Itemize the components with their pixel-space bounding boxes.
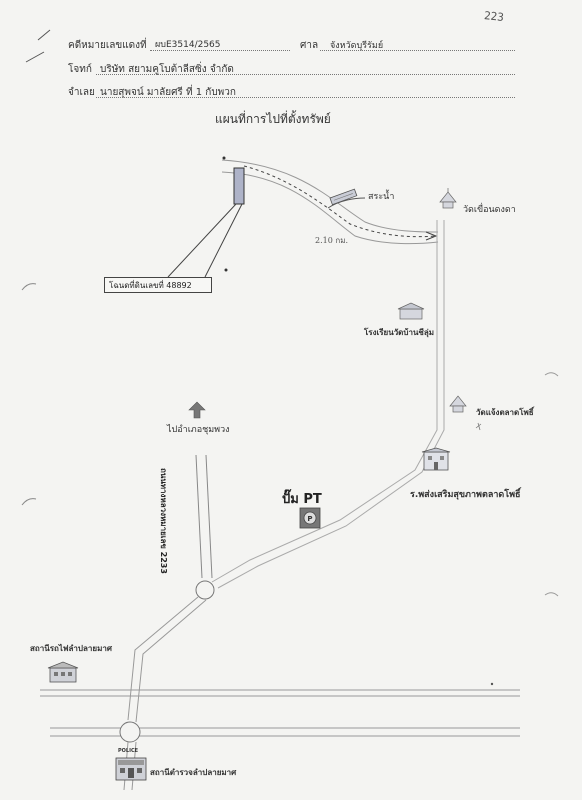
defendant-value: นายสุพจน์ มาลัยศรี ที่ 1 กับพวก bbox=[100, 87, 236, 98]
train-station-icon bbox=[47, 661, 79, 683]
plaintiff-label: โจทก์ bbox=[68, 64, 92, 75]
highway-2233-label: ถนนทางหลวงหมายเลข 2233 bbox=[159, 468, 168, 574]
highway-2233-right-edge bbox=[205, 454, 213, 579]
plaintiff-value: บริษัท สยามคูโบต้าลีสซิ่ง จำกัด bbox=[100, 64, 234, 75]
hospital-icon bbox=[421, 447, 451, 471]
north-arrow-icon bbox=[188, 401, 206, 419]
gas-station-label: ปั๊ม PT bbox=[282, 492, 322, 507]
plaintiff-dotline bbox=[96, 74, 515, 75]
case-number-dotline bbox=[150, 50, 290, 51]
route-dashed bbox=[243, 165, 437, 238]
secondary-road-right bbox=[135, 599, 207, 723]
deed-number-box: โฉนดที่ดินเลขที่ 48892 bbox=[104, 277, 212, 293]
train-station-label: สถานีรถไฟลำปลายมาศ bbox=[30, 644, 112, 653]
main-road-right-edge bbox=[217, 220, 445, 589]
police-sign-text: POLICE bbox=[118, 748, 139, 754]
defendant-dotline bbox=[96, 97, 515, 98]
temple-label-1: วัดเขื่อนดงดา bbox=[463, 205, 516, 215]
temple-icon bbox=[449, 395, 467, 413]
pond-icon bbox=[329, 188, 358, 206]
temple-label-2: วัดแจ้งตลาดโพธิ์ bbox=[476, 408, 534, 417]
distance-label: 2.10 กม. bbox=[315, 236, 349, 245]
court-label: ศาล bbox=[300, 40, 319, 51]
direction-label: ไปอำเภอชุมพวง bbox=[167, 425, 230, 435]
highway-2233-left-edge bbox=[195, 454, 203, 579]
deed-pointer-lines bbox=[167, 203, 243, 278]
hospital-label: ร.พส่งเสริมสุขภาพตลาดโพธิ์ bbox=[410, 490, 521, 500]
school-icon bbox=[397, 302, 425, 320]
margin-mark bbox=[544, 592, 559, 597]
lower-roundabout bbox=[119, 721, 141, 743]
map-title: แผนที่การไปที่ตั้งทรัพย์ bbox=[215, 112, 331, 126]
case-number-label: คดีหมายเลขแดงที่ bbox=[68, 40, 147, 51]
secondary-road-left bbox=[127, 596, 199, 721]
margin-mark bbox=[544, 372, 559, 377]
case-number-value: ผบE3514/2565 bbox=[155, 40, 221, 50]
temple-icon bbox=[439, 188, 457, 209]
police-station-label: สถานีตำรวจลำปลายมาศ bbox=[150, 768, 237, 777]
mark-dot bbox=[224, 268, 228, 272]
margin-mark bbox=[25, 29, 51, 63]
dirt-road-upper bbox=[221, 159, 439, 233]
school-label: โรงเรียนวัดบ้านชีลุ่ม bbox=[364, 328, 435, 337]
stray-dot bbox=[490, 682, 494, 686]
svg-text:P: P bbox=[307, 515, 312, 523]
pond-pointer bbox=[327, 197, 366, 209]
court-dotline bbox=[320, 50, 515, 51]
upper-roundabout bbox=[195, 580, 215, 600]
pond-label: สระน้ำ bbox=[368, 192, 395, 202]
court-value: จังหวัดบุรีรัมย์ bbox=[330, 41, 384, 51]
dirt-road-lower bbox=[221, 171, 439, 245]
land-point bbox=[222, 156, 226, 160]
police-station-icon bbox=[115, 757, 147, 781]
stray-mark bbox=[475, 422, 482, 431]
gas-station-icon: P bbox=[299, 507, 321, 529]
route-arrow bbox=[425, 231, 438, 241]
land-parcel bbox=[233, 167, 245, 205]
margin-mark bbox=[21, 498, 37, 506]
margin-mark bbox=[21, 283, 37, 291]
main-road-left-edge bbox=[211, 220, 438, 583]
defendant-label: จำเลย bbox=[68, 87, 95, 98]
